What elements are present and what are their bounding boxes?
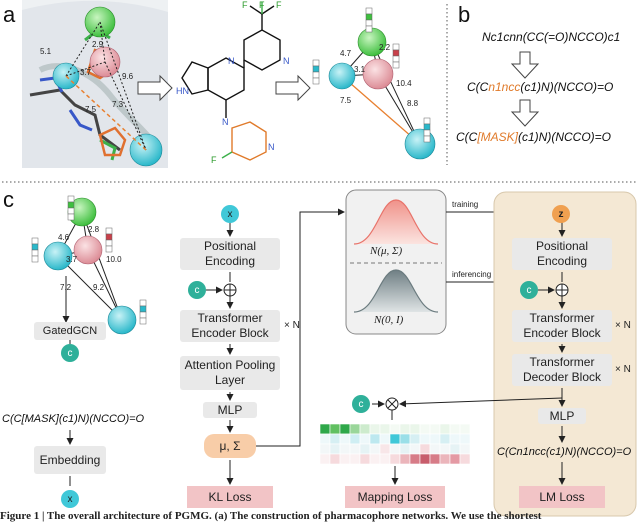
mu-sigma-node: μ, Σ: [204, 434, 256, 458]
inferencing-label: inferencing: [452, 270, 492, 279]
kl-loss-box: KL Loss: [187, 486, 273, 508]
atom-n-1: N: [283, 56, 290, 66]
atom-f-1: F: [242, 0, 248, 10]
svg-text:3.7: 3.7: [80, 68, 92, 77]
transformer-decoder-box: Transformer Decoder Block: [512, 354, 612, 386]
training-label: training: [452, 200, 479, 209]
svg-text:2.9: 2.9: [92, 40, 104, 49]
feature-vectors-a: [312, 7, 431, 143]
mlp-box-decoder: MLP: [538, 408, 586, 424]
normal-posterior-label: N(μ, Σ): [370, 245, 403, 257]
condition-node-left: c: [61, 344, 79, 362]
smiles-reordered: C(Cn1ncc(c1)N)(NCCO)=O: [467, 80, 614, 94]
svg-text:7.5: 7.5: [85, 105, 97, 114]
smiles-output: C(Cn1ncc(c1)N)(NCCO)=O: [497, 446, 632, 458]
condition-node-right: c: [520, 281, 538, 299]
svg-text:3.1: 3.1: [354, 65, 366, 74]
svg-text:7.5: 7.5: [340, 96, 352, 105]
svg-text:3.7: 3.7: [66, 255, 78, 264]
svg-text:10.4: 10.4: [396, 79, 412, 88]
panel-label-c: c: [3, 187, 14, 212]
atom-f-3: F: [276, 0, 282, 10]
molecule-structure: [181, 2, 281, 161]
svg-text:4.6: 4.6: [58, 233, 70, 242]
svg-text:8.8: 8.8: [407, 99, 419, 108]
atom-f-4: F: [211, 155, 217, 165]
svg-text:7.3: 7.3: [112, 100, 124, 109]
gatedgcn-box: GatedGCN: [34, 322, 106, 340]
x-node-top: x: [221, 205, 239, 223]
x-node-bottom: x: [61, 490, 79, 508]
distribution-box: [345, 189, 447, 335]
positional-encoding-box-encoder: Positional Encoding: [180, 238, 280, 270]
smiles-masked: C(C[MASK](c1)N)(NCCO)=O: [456, 130, 612, 144]
positional-encoding-box-decoder: Positional Encoding: [512, 238, 612, 270]
atom-n-3: N: [222, 117, 229, 127]
atom-n-2: N: [228, 56, 235, 66]
lm-loss-box: LM Loss: [519, 486, 605, 508]
condition-node-middle: c: [188, 281, 206, 299]
atom-n-4: N: [268, 142, 275, 152]
condition-node-mapping: c: [352, 395, 370, 413]
atom-hn: HN: [176, 86, 189, 96]
svg-text:10.0: 10.0: [106, 255, 122, 264]
svg-text:4.7: 4.7: [340, 49, 352, 58]
figure-caption: Figure 1 | The overall architecture of P…: [0, 510, 542, 522]
repeat-n-decoder: × N: [615, 364, 631, 375]
svg-text:9.2: 9.2: [93, 283, 105, 292]
panel-label-b: b: [458, 2, 471, 27]
smiles-original: Nc1cnn(CC(=O)NCCO)c1: [482, 30, 621, 44]
smiles-input: C(C[MASK](c1)N)(NCCO)=O: [2, 413, 145, 425]
svg-text:5.1: 5.1: [40, 47, 52, 56]
svg-text:2.8: 2.8: [88, 225, 100, 234]
transformer-encoder-box-2: Transformer Encoder Block: [512, 310, 612, 342]
feature-vectors-c: [31, 195, 147, 325]
normal-prior-label: N(0, I): [374, 314, 404, 326]
mapping-loss-box: Mapping Loss: [345, 486, 445, 508]
atom-f-2: F: [259, 0, 265, 10]
svg-text:9.6: 9.6: [122, 72, 134, 81]
panel-label-a: a: [3, 2, 16, 27]
z-node: z: [552, 205, 570, 223]
repeat-n-encoder-2: × N: [615, 320, 631, 331]
repeat-n-encoder-1: × N: [284, 320, 300, 331]
mapping-heatmap: [319, 423, 471, 465]
svg-text:2.2: 2.2: [379, 43, 391, 52]
mlp-box-encoder: MLP: [203, 402, 257, 418]
attention-pooling-box: Attention Pooling Layer: [180, 356, 280, 390]
transformer-encoder-box-1: Transformer Encoder Block: [180, 310, 280, 342]
embedding-box: Embedding: [34, 446, 106, 474]
